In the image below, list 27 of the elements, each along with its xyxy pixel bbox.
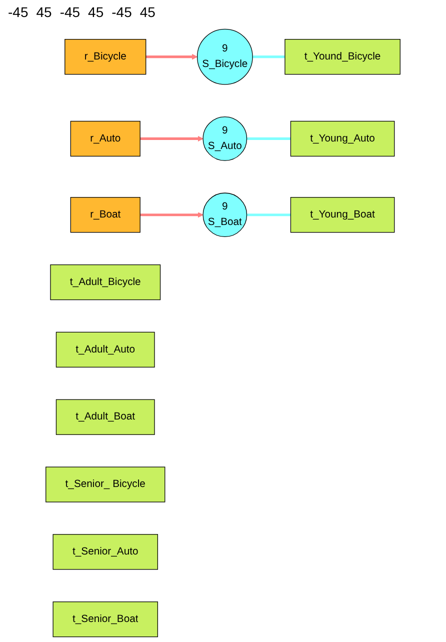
node-box: t_Senior_ Bicycle bbox=[46, 466, 166, 502]
node-box: r_Boat bbox=[70, 197, 140, 233]
arrow bbox=[140, 212, 204, 218]
node-box: t_Young_Boat bbox=[290, 197, 395, 233]
node-box: r_Auto bbox=[70, 120, 140, 157]
value-label: -45 bbox=[112, 4, 132, 20]
node-box: t_Adult_Boat bbox=[56, 399, 155, 435]
node-circle: 9 S_Bicycle bbox=[196, 28, 253, 85]
arrow bbox=[140, 136, 204, 142]
connector bbox=[246, 214, 291, 216]
node-circle: 9 S_Auto bbox=[202, 116, 248, 161]
node-box: t_Young_Auto bbox=[290, 120, 395, 157]
node-circle: 9 S_Boat bbox=[202, 192, 248, 238]
node-box: t_Adult_Auto bbox=[56, 332, 155, 368]
node-box: r_Bicycle bbox=[64, 38, 146, 75]
node-box: t_Adult_Bicycle bbox=[50, 264, 161, 300]
connector bbox=[246, 137, 291, 140]
value-label: 45 bbox=[88, 4, 104, 20]
arrow bbox=[146, 54, 198, 60]
node-box: t_Yound_Bicycle bbox=[284, 38, 400, 75]
value-label: 45 bbox=[140, 4, 156, 20]
connector bbox=[252, 56, 285, 58]
value-label: 45 bbox=[36, 4, 52, 20]
value-label: -45 bbox=[60, 4, 80, 20]
node-box: t_Senior_Auto bbox=[52, 534, 158, 570]
node-box: t_Senior_Boat bbox=[52, 602, 158, 638]
value-label: -45 bbox=[8, 4, 28, 20]
